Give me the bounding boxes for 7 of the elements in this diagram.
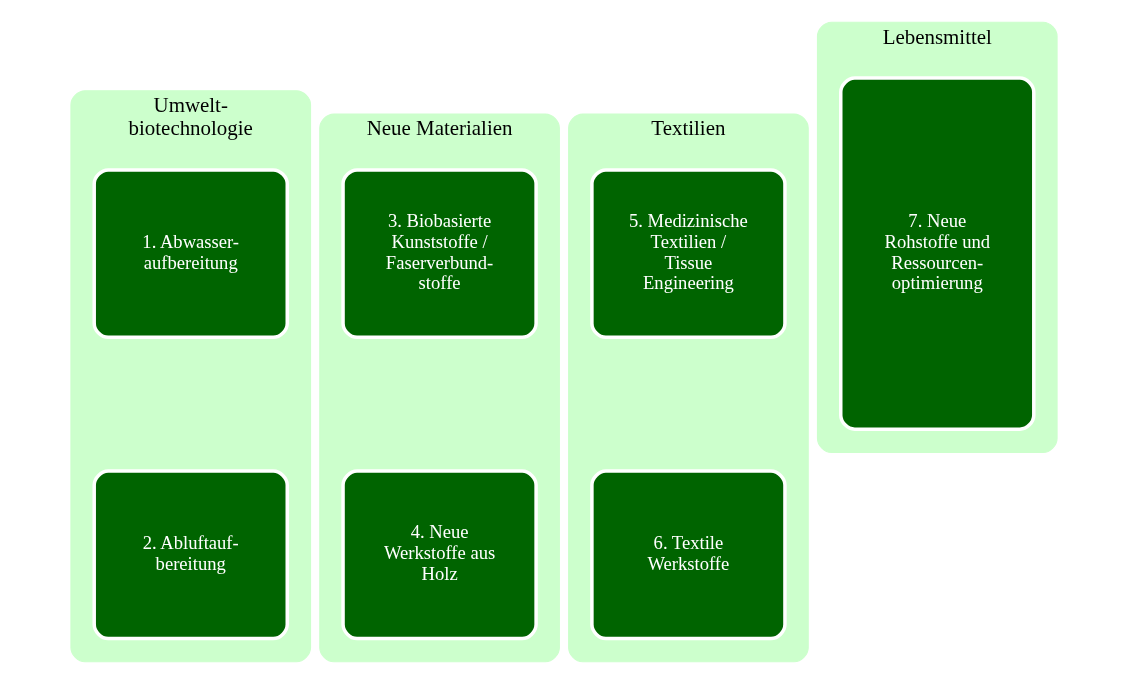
node-box: 3. Biobasierte Kunststoffe / Faserverbund- stoffe [340, 168, 538, 340]
node-box: 4. Neue Werkstoffe aus Holz [340, 469, 538, 641]
node-box: 2. Abluftauf- bereitung [91, 469, 289, 641]
node-box: 7. Neue Rohstoffe und Ressourcen- optimierung [838, 76, 1036, 431]
node-box: 1. Abwasser- aufbereitung [91, 168, 289, 340]
node-box: 5. Medizinische Textilien / Tissue Engineering [589, 168, 787, 340]
node-box: 6. Textile Werkstoffe [589, 469, 787, 641]
